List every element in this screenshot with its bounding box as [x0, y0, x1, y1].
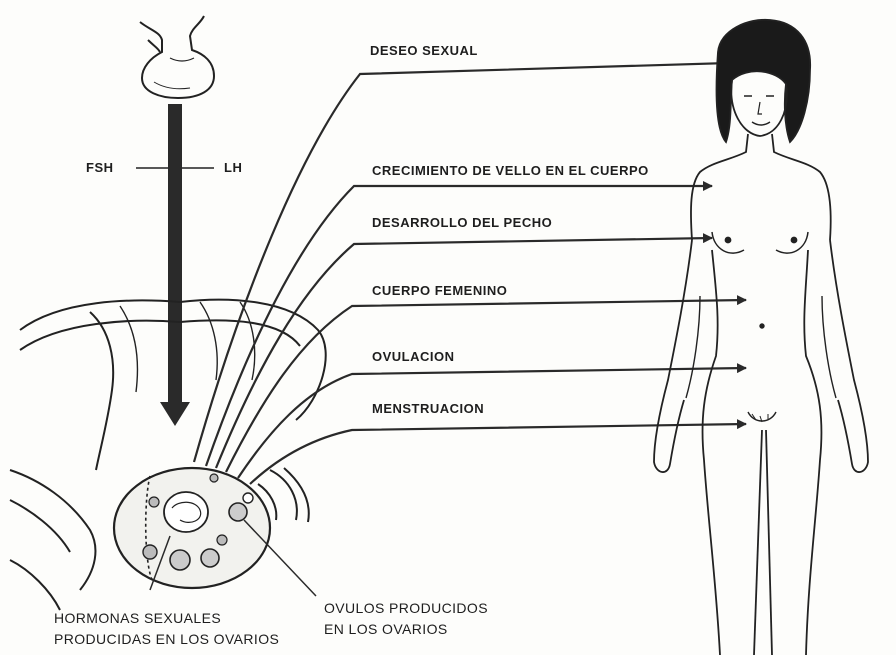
label-menstruacion: MENSTRUACION	[372, 400, 484, 417]
lh-label: LH	[224, 159, 242, 176]
fsh-label: FSH	[86, 159, 114, 176]
label-deseo-sexual: DESEO SEXUAL	[370, 42, 478, 59]
caption-hormonas-line2: PRODUCIDAS EN LOS OVARIOS	[54, 629, 279, 650]
ovary	[114, 468, 270, 588]
caption-hormonas: HORMONAS SEXUALES PRODUCIDAS EN LOS OVAR…	[54, 608, 279, 650]
hormone-arrow	[136, 104, 214, 426]
label-desarrollo-pecho: DESARROLLO DEL PECHO	[372, 214, 552, 231]
caption-hormonas-line1: HORMONAS SEXUALES	[54, 608, 279, 629]
caption-ovulos-line1: OVULOS PRODUCIDOS	[324, 598, 488, 619]
label-cuerpo-femenino: CUERPO FEMENINO	[372, 282, 507, 299]
female-figure	[654, 20, 868, 655]
caption-ovulos-line2: EN LOS OVARIOS	[324, 619, 488, 640]
label-crecimiento-vello: CRECIMIENTO DE VELLO EN EL CUERPO	[372, 162, 649, 179]
label-ovulacion: OVULACION	[372, 348, 455, 365]
hair	[716, 20, 810, 142]
caption-ovulos: OVULOS PRODUCIDOS EN LOS OVARIOS	[324, 598, 488, 640]
pituitary-gland	[140, 16, 214, 98]
